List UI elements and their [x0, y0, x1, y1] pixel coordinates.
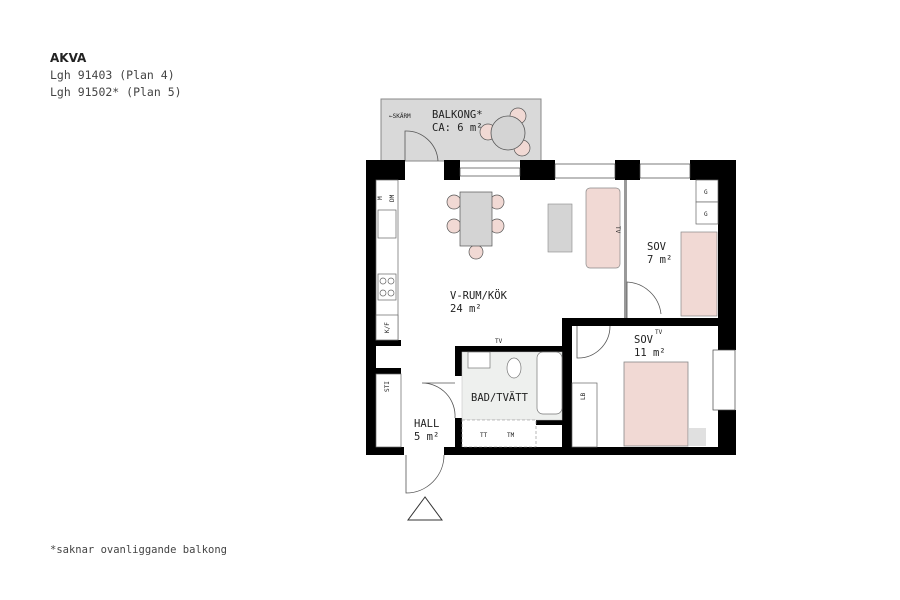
- closet: [375, 373, 402, 448]
- nightstand: [689, 428, 706, 446]
- wardrobe-2: [695, 201, 719, 225]
- balcony-table-set: [479, 107, 531, 157]
- hall-name: HALL: [414, 418, 439, 430]
- screen-label: ←SKÄRM: [389, 113, 411, 120]
- dryer-label: TT: [480, 432, 488, 439]
- dining-set: [446, 191, 505, 260]
- microwave-label: M: [377, 196, 384, 200]
- closet-label: STI: [384, 381, 391, 392]
- wardrobe-label-1: G: [704, 189, 708, 196]
- tv-label-sov11: TV: [655, 329, 663, 336]
- door-swing-sov7: [626, 281, 662, 318]
- toilet: [506, 357, 522, 379]
- linen-closet: [571, 382, 598, 448]
- balcony-name: BALKONG*: [432, 109, 483, 121]
- single-bed: [680, 231, 718, 317]
- walls: [366, 160, 736, 455]
- dishwasher-label: DM: [389, 194, 396, 202]
- partition-wall: [624, 180, 627, 318]
- windows: [459, 163, 736, 411]
- tv-label-bath: TV: [495, 338, 503, 345]
- entrance-arrow-icon: [407, 496, 443, 521]
- sov7-name: SOV: [647, 241, 667, 253]
- balcony-door-swing: [404, 130, 439, 162]
- laundry-counter: [461, 419, 537, 448]
- footnote: *saknar ovanliggande balkong: [50, 544, 228, 556]
- washer-label: TM: [507, 432, 515, 439]
- fridge-label: K/F: [384, 322, 391, 333]
- linen-label: LB: [580, 392, 587, 400]
- living-name: V-RUM/KÖK: [450, 289, 508, 302]
- entrance-door-swing: [405, 454, 445, 494]
- sink: [467, 351, 491, 369]
- wardrobe-label-2: G: [704, 211, 708, 218]
- door-swing-bath: [421, 382, 456, 419]
- apartment-line-2: Lgh 91502* (Plan 5): [50, 85, 182, 99]
- apartment-line-1: Lgh 91403 (Plan 4): [50, 68, 175, 82]
- door-swing-sov11: [576, 325, 611, 359]
- sov11-name: SOV: [634, 334, 654, 346]
- bathtub: [536, 351, 563, 415]
- double-bed: [623, 361, 689, 447]
- coffee-table: [547, 203, 573, 253]
- plan-header: AKVA Lgh 91403 (Plan 4) Lgh 91502* (Plan…: [50, 50, 182, 101]
- tv-label-living: TV: [614, 226, 621, 234]
- sov7-area: 7 m²: [647, 254, 672, 266]
- bath-name: BAD/TVÄTT: [471, 391, 529, 404]
- sofa: [585, 187, 621, 269]
- project-title: AKVA: [50, 51, 87, 65]
- living-area: 24 m²: [450, 303, 482, 315]
- balcony-area: CA: 6 m²: [432, 122, 483, 134]
- hall-area: 5 m²: [414, 431, 439, 443]
- kitchen-counter: [375, 179, 399, 341]
- sov11-area: 11 m²: [634, 347, 666, 359]
